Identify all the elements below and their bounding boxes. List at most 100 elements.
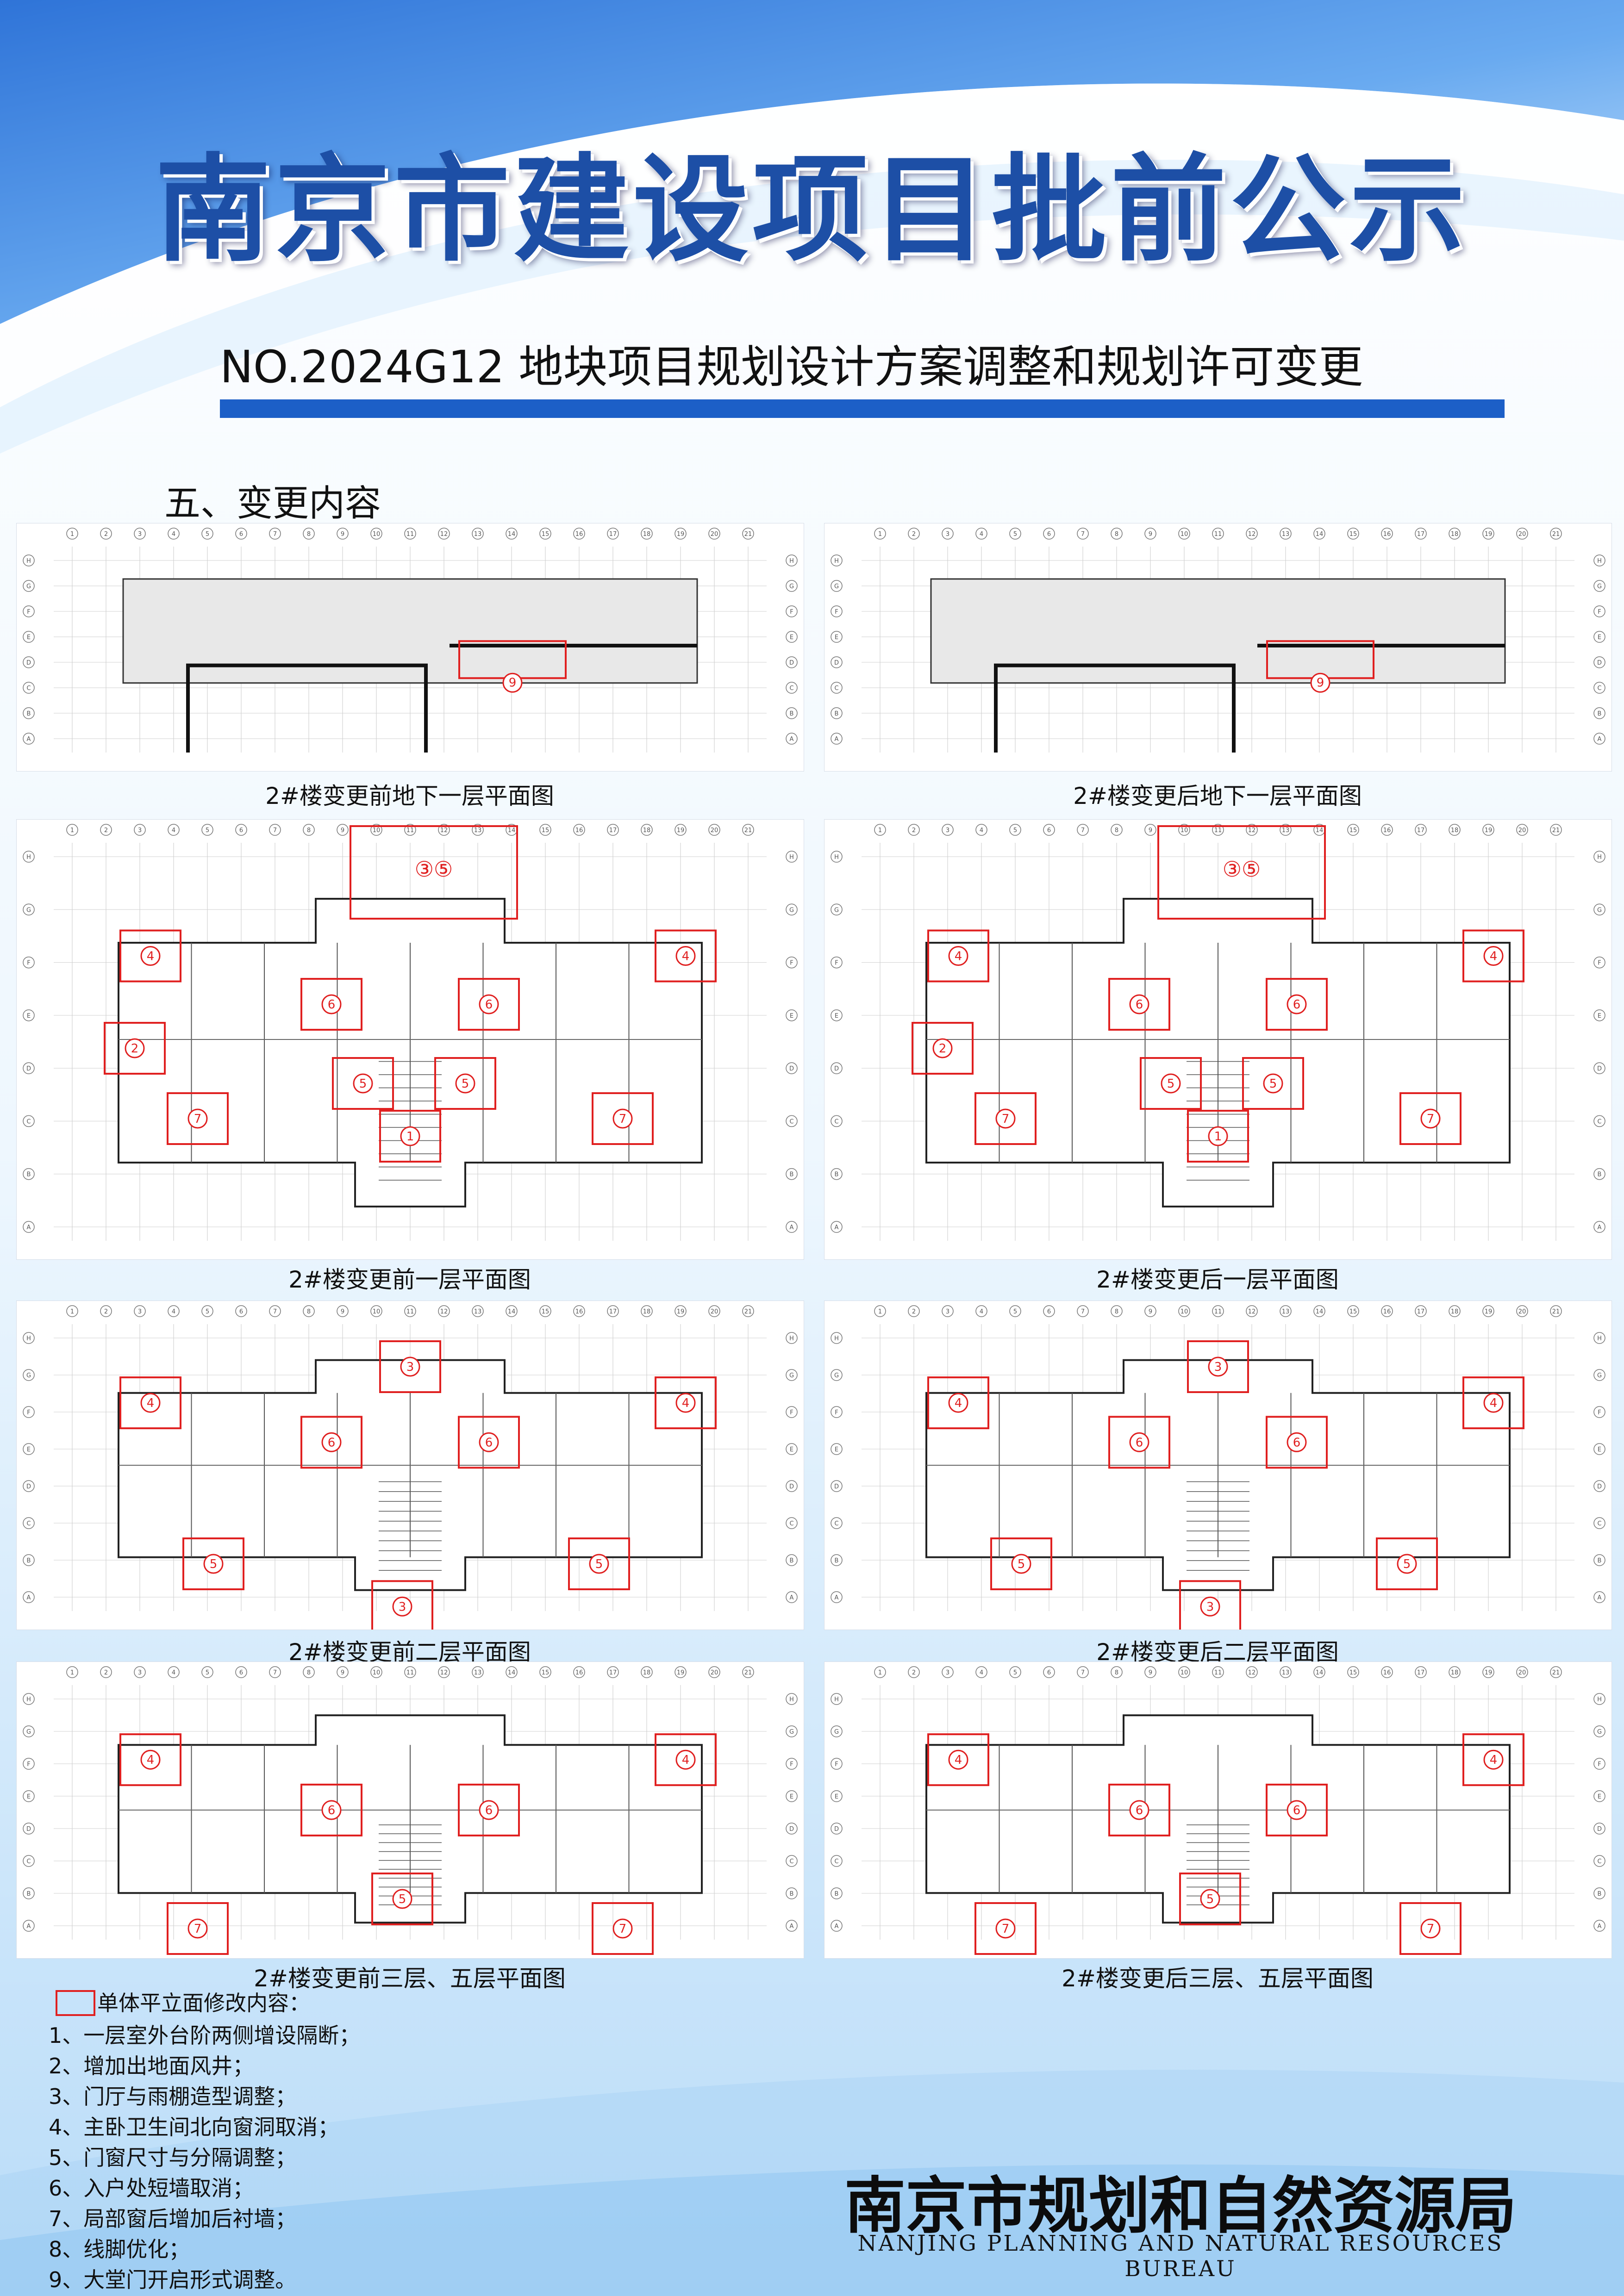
- axis-label: 2: [104, 827, 108, 834]
- axis-bubble-icon: [908, 1305, 920, 1317]
- axis-label: A: [1598, 1923, 1602, 1930]
- change-number-circle-icon: [1129, 1800, 1149, 1820]
- axis-label: 4: [172, 1308, 175, 1315]
- axis-bubble-icon: [1593, 1369, 1605, 1381]
- axis-label: E: [790, 1793, 793, 1800]
- axis-label: E: [835, 1446, 838, 1453]
- change-highlight-box: [1108, 978, 1170, 1031]
- axis-bubble-icon: [831, 1115, 843, 1127]
- change-highlight-box: [912, 1022, 974, 1075]
- axis-label: 11: [406, 1669, 414, 1676]
- axis-label: D: [789, 1826, 794, 1833]
- axis-label: 15: [542, 531, 550, 538]
- axis-bubble-icon: [786, 1168, 798, 1180]
- axis-label: G: [789, 583, 794, 590]
- legend-item: 5、门窗尺寸与分隔调整；: [49, 2145, 297, 2170]
- axis-bubble-icon: [1144, 1666, 1156, 1678]
- axis-bubble-icon: [1550, 824, 1562, 836]
- change-number-circle-icon: [948, 1749, 968, 1770]
- axis-label: C: [789, 1118, 793, 1125]
- axis-label: 18: [643, 531, 651, 538]
- change-number-label: 6: [485, 1804, 493, 1817]
- change-number-label: 6: [485, 998, 493, 1012]
- axis-label: B: [27, 710, 31, 717]
- change-number-label: 4: [147, 1753, 155, 1767]
- change-number-label: 3: [1206, 1600, 1214, 1614]
- axis-label: B: [835, 710, 839, 717]
- legend-item: 7、局部窗后增加后衬墙；: [49, 2206, 297, 2231]
- axis-bubble-icon: [874, 1305, 886, 1317]
- axis-bubble-icon: [23, 1790, 35, 1802]
- axis-label: H: [789, 1696, 794, 1703]
- axis-bubble-icon: [66, 528, 78, 540]
- change-number-label: 5: [1403, 1557, 1411, 1571]
- axis-bubble-icon: [66, 1305, 78, 1317]
- axis-label: 3: [138, 827, 142, 834]
- axis-bubble-icon: [1415, 1305, 1427, 1317]
- axis-bubble-icon: [675, 528, 687, 540]
- axis-bubble-icon: [201, 1305, 213, 1317]
- axis-label: 20: [1518, 1308, 1526, 1315]
- axis-label: 20: [1518, 531, 1526, 538]
- bureau-name-english: NANJING PLANNING AND NATURAL RESOURCES B…: [857, 2231, 1504, 2282]
- basement-wall-outline: [122, 578, 698, 684]
- axis-bubble-icon: [23, 1887, 35, 1899]
- drawing-caption: 2#楼变更后三层、五层平面图: [1062, 1965, 1374, 1992]
- change-number-circle-icon: [612, 1918, 633, 1939]
- axis-bubble-icon: [607, 528, 619, 540]
- axis-label: 8: [1115, 827, 1118, 834]
- axis-label: 17: [609, 827, 617, 834]
- change-highlight-box: [434, 1057, 496, 1110]
- axis-label: B: [790, 1557, 794, 1564]
- axis-bubble-icon: [708, 1305, 720, 1317]
- axis-label: B: [835, 1171, 839, 1178]
- change-number-circle-icon: [187, 1108, 208, 1129]
- change-number-label: 5: [359, 1077, 367, 1091]
- axis-bubble-icon: [1449, 528, 1461, 540]
- axis-label: 14: [1316, 1669, 1324, 1676]
- axis-bubble-icon: [168, 1305, 180, 1317]
- axis-bubble-icon: [1246, 1666, 1258, 1678]
- change-highlight-box: [104, 1022, 166, 1075]
- axis-label: 21: [1552, 1669, 1560, 1676]
- axis-bubble-icon: [1178, 1666, 1190, 1678]
- axis-label: 13: [1282, 827, 1290, 834]
- axis-label: 5: [206, 1669, 209, 1676]
- axis-bubble-icon: [1593, 1554, 1605, 1566]
- axis-label: 4: [980, 827, 983, 834]
- change-number-circle-icon: [1287, 1800, 1307, 1820]
- axis-bubble-icon: [269, 1305, 281, 1317]
- axis-label: H: [26, 854, 31, 861]
- change-highlight-box: [1399, 1902, 1462, 1955]
- axis-bubble-icon: [573, 528, 585, 540]
- axis-bubble-icon: [786, 1332, 798, 1344]
- change-number-circle-icon: [187, 1918, 208, 1939]
- axis-bubble-icon: [786, 1758, 798, 1770]
- axis-label: 16: [575, 1669, 583, 1676]
- axis-bubble-icon: [1111, 528, 1123, 540]
- axis-label: 14: [1316, 1308, 1324, 1315]
- change-number-label: 3: [406, 1360, 414, 1374]
- axis-bubble-icon: [134, 1305, 146, 1317]
- axis-bubble-icon: [786, 554, 798, 566]
- change-number-label: 9: [1317, 676, 1324, 690]
- legend-item: 6、入户处短墙取消；: [49, 2176, 254, 2201]
- change-number-circle-icon: [479, 1800, 499, 1820]
- axis-label: F: [1598, 960, 1601, 967]
- change-highlight-box: [182, 1537, 244, 1590]
- axis-label: D: [26, 1483, 31, 1490]
- axis-bubble-icon: [506, 1666, 518, 1678]
- axis-label: 6: [1047, 531, 1051, 538]
- axis-label: 4: [980, 531, 983, 538]
- axis-bubble-icon: [23, 1168, 35, 1180]
- change-number-label: 7: [194, 1922, 202, 1936]
- axis-label: 9: [1149, 827, 1152, 834]
- axis-bubble-icon: [908, 1666, 920, 1678]
- change-number-circle-icon: [400, 1356, 420, 1377]
- axis-bubble-icon: [975, 1305, 987, 1317]
- axis-label: G: [26, 907, 31, 914]
- axis-label: 13: [1282, 531, 1290, 538]
- axis-bubble-icon: [1280, 1305, 1292, 1317]
- axis-label: F: [27, 1409, 30, 1416]
- axis-label: H: [834, 558, 839, 565]
